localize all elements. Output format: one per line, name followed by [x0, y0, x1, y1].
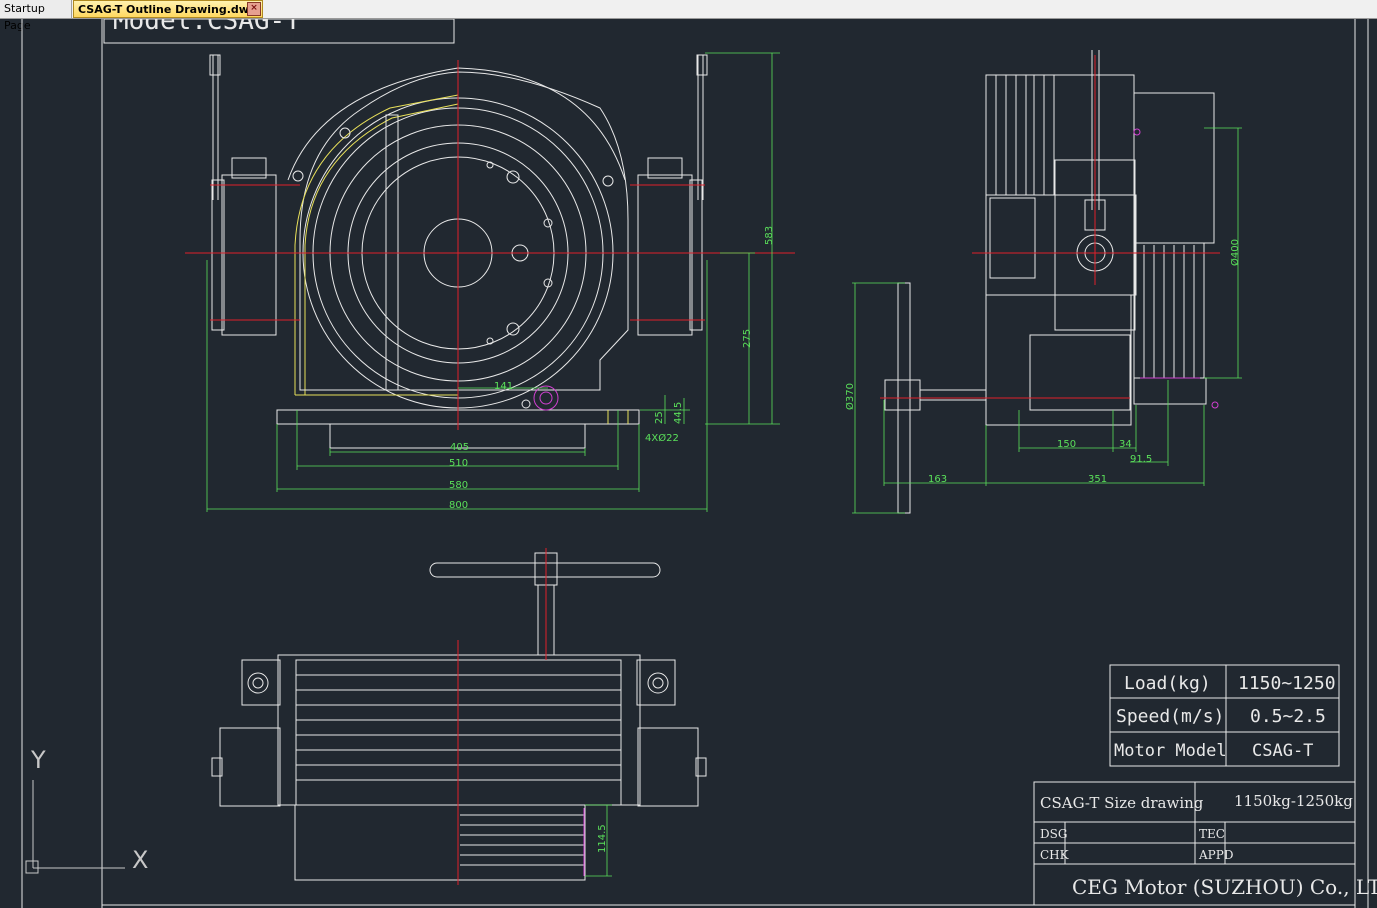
- spec-load-label: Load(kg): [1124, 673, 1211, 694]
- dim-583: 583: [764, 226, 775, 245]
- title-block-dsg: DSG: [1040, 827, 1067, 841]
- tab-active-drawing-label: CSAG-T Outline Drawing.dwg: [78, 3, 257, 16]
- dim-405: 405: [450, 442, 469, 453]
- title-block-title: CSAG-T Size drawing: [1040, 794, 1204, 812]
- tab-startup-page[interactable]: Startup Page: [0, 0, 72, 32]
- title-block-appd: APPD: [1198, 848, 1233, 862]
- dim-d400: Ø400: [1229, 239, 1241, 266]
- dim-114-5: 114.5: [597, 824, 608, 853]
- drawing-canvas[interactable]: .w{stroke:#e8e8e8;fill:none;stroke-width…: [0, 19, 1377, 908]
- drawing-svg[interactable]: .w{stroke:#e8e8e8;fill:none;stroke-width…: [0, 19, 1377, 908]
- dim-510: 510: [449, 458, 468, 469]
- front-view: [185, 52, 795, 512]
- dim-91-5: 91.5: [1130, 454, 1152, 465]
- title-block-range: 1150kg-1250kg: [1234, 792, 1353, 810]
- dim-holes: 4XØ22: [645, 432, 679, 444]
- side-view: [852, 50, 1242, 514]
- dim-34: 34: [1119, 439, 1132, 450]
- spec-speed-label: Speed(m/s): [1116, 706, 1224, 727]
- dim-800: 800: [449, 500, 468, 511]
- spec-load-value: 1150~1250: [1238, 673, 1336, 694]
- model-label: Model:CSAG-T: [113, 19, 301, 36]
- title-block: [1033, 781, 1356, 906]
- dim-25: 25: [654, 411, 665, 424]
- spec-table: [1109, 664, 1340, 767]
- top-view: [211, 548, 707, 885]
- close-tab-icon[interactable]: ×: [247, 2, 261, 16]
- dim-d370: Ø370: [844, 383, 856, 410]
- tab-active-drawing[interactable]: CSAG-T Outline Drawing.dwg: [73, 0, 263, 18]
- title-block-company: CEG Motor (SUZHOU) Co., LTD: [1072, 875, 1377, 899]
- spec-motor-label: Motor Model: [1114, 741, 1227, 761]
- dim-44-5: 44.5: [673, 402, 684, 424]
- title-block-chk: CHK: [1040, 848, 1070, 862]
- dim-163: 163: [928, 474, 947, 485]
- dim-150: 150: [1057, 439, 1076, 450]
- dim-275: 275: [742, 329, 753, 348]
- dim-351: 351: [1088, 474, 1107, 485]
- file-tab-bar: Startup Page CSAG-T Outline Drawing.dwg …: [0, 0, 1377, 32]
- title-block-tec: TEC: [1199, 827, 1225, 841]
- drawing-frame: [21, 19, 1369, 908]
- dim-580: 580: [449, 480, 468, 491]
- dim-141: 141: [494, 381, 513, 392]
- spec-motor-value: CSAG-T: [1252, 741, 1313, 761]
- ucs-icon: [25, 780, 125, 874]
- ucs-y-label: Y: [30, 746, 46, 774]
- ucs-x-label: X: [132, 846, 148, 874]
- spec-speed-value: 0.5~2.5: [1250, 706, 1326, 727]
